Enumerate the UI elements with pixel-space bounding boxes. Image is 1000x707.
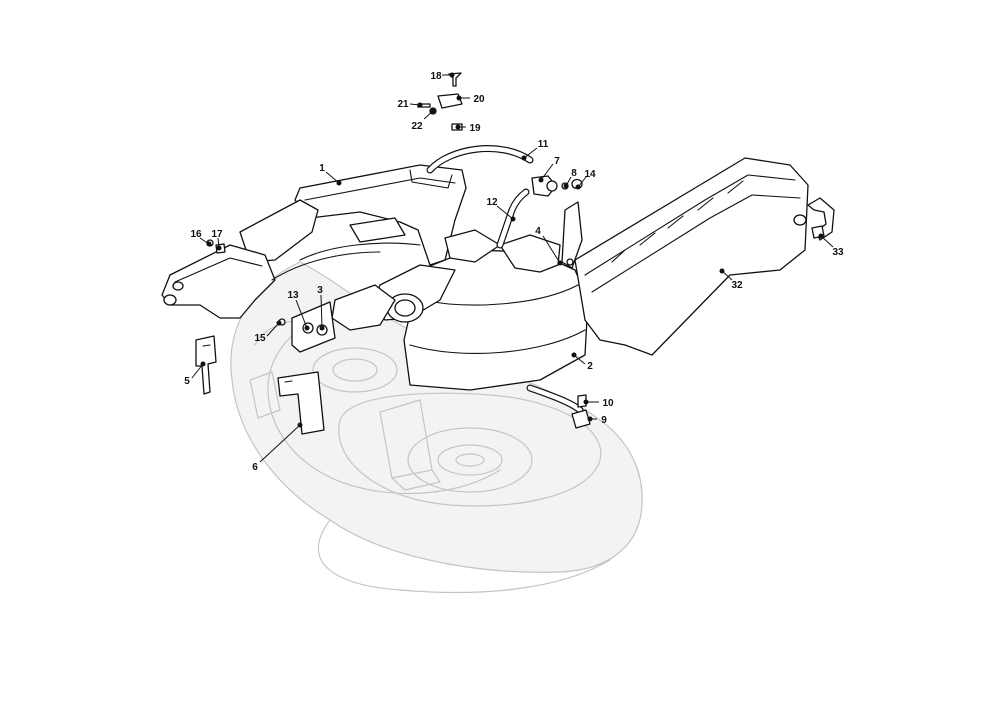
callout-6-label: 6 [252,462,258,473]
callout-10: 10 [583,398,614,409]
part-5-hinge-bracket [195,335,217,395]
part-10-screw [577,394,587,408]
callout-16-label: 16 [190,229,202,240]
lower-hose [526,384,584,414]
callout-20: 20 [456,94,485,105]
part-12-hose [496,188,530,249]
callout-9-label: 9 [601,415,607,426]
callout-14-label: 14 [584,169,596,180]
callout-8: 8 [563,168,577,189]
callout-20-label: 20 [473,94,485,105]
part-9-nut [571,409,591,429]
callout-7-label: 7 [554,156,560,167]
callout-3: 3 [317,285,325,331]
callout-14: 14 [575,169,596,190]
callout-8-label: 8 [571,168,577,179]
callout-33-label: 33 [832,247,844,258]
callout-1-label: 1 [319,163,325,174]
part-33-latch [807,197,835,241]
callout-2-label: 2 [587,361,593,372]
callout-6: 6 [252,422,303,473]
callout-10-label: 10 [602,398,614,409]
callouts: 1 2 3 4 5 6 [184,71,844,473]
callout-22: 22 [411,108,436,132]
callout-12-label: 12 [486,197,498,208]
callout-21: 21 [397,99,423,110]
callout-7: 7 [538,156,560,183]
callout-5-label: 5 [184,376,190,387]
callout-4: 4 [535,226,563,266]
callout-15: 15 [254,320,282,344]
part-20-bracket [437,93,463,109]
part-4-bracket [561,201,583,269]
part-7-fitting [531,175,558,197]
callout-13: 13 [287,290,310,331]
callout-13-label: 13 [287,290,299,301]
callout-11: 11 [521,139,549,161]
callout-3-label: 3 [317,285,323,296]
callout-5: 5 [184,361,206,387]
callout-18: 18 [430,71,455,82]
callout-1: 1 [319,163,342,186]
callout-33: 33 [818,233,844,258]
callout-22-label: 22 [411,121,423,132]
callout-19: 19 [455,123,481,134]
callout-17-label: 17 [211,229,223,240]
callout-12: 12 [486,197,516,222]
part-2-chute-body [331,229,589,391]
callout-21-label: 21 [397,99,409,110]
part-11-hose [426,145,534,174]
callout-32-label: 32 [731,280,743,291]
part-1-cover-frame [161,164,467,319]
callout-19-label: 19 [469,123,481,134]
callout-32: 32 [719,268,743,291]
part-32-collector-duct [574,157,809,356]
callout-15-label: 15 [254,333,266,344]
callout-17: 17 [211,229,223,251]
callout-18-label: 18 [430,71,442,82]
callout-4-label: 4 [535,226,541,237]
callout-11-label: 11 [538,139,549,150]
part-6-hinge-bracket [277,371,325,435]
callout-9: 9 [587,415,607,426]
callout-2: 2 [571,352,593,372]
callout-16: 16 [190,229,212,247]
part-13-bracket [291,301,336,353]
